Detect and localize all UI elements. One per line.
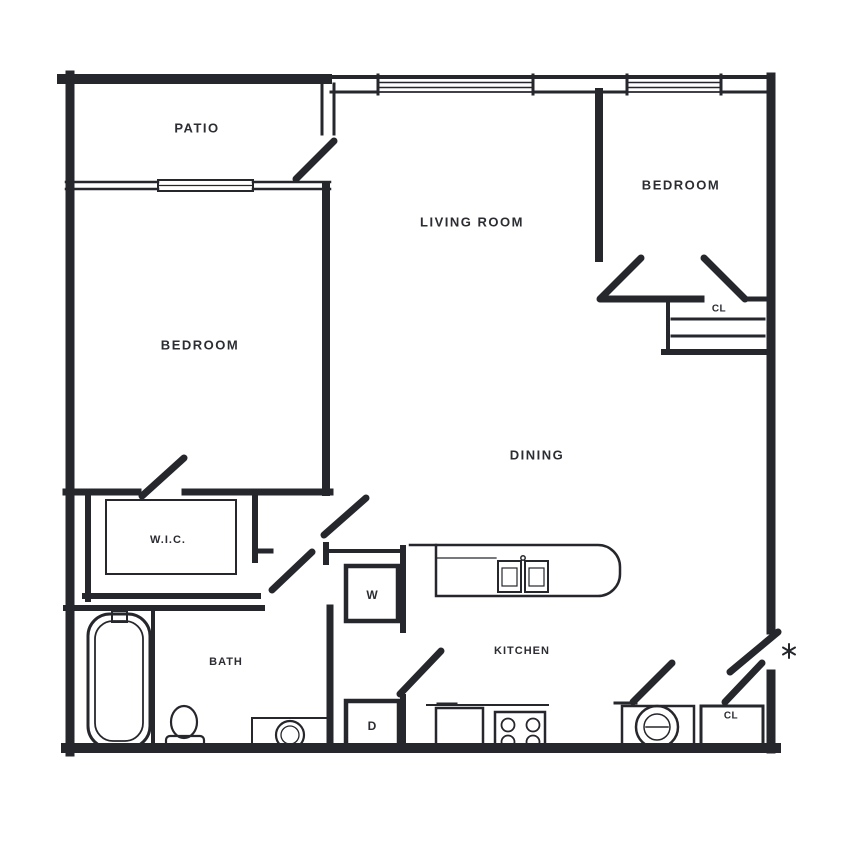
wic-rod-lines — [105, 499, 237, 575]
patio-door-leaf — [292, 137, 338, 183]
entry-door-leaf-2 — [721, 659, 766, 706]
kitchen-sink — [497, 555, 549, 593]
wic-label: W.I.C. — [150, 534, 186, 546]
bath-door-leaf — [268, 548, 316, 594]
door-leaves — [138, 137, 782, 706]
bath-label: BATH — [209, 656, 243, 668]
bedroom-closet-label: CL — [711, 303, 727, 315]
range-cooktop — [493, 710, 547, 752]
bathtub — [86, 610, 152, 750]
bath-walls — [63, 542, 334, 752]
toilet — [164, 704, 206, 751]
entry-door-leaf-3 — [726, 628, 782, 676]
dryer-label: D — [367, 719, 377, 733]
bedroom-left-walls — [62, 179, 334, 496]
bath-sink — [251, 717, 331, 751]
bedroom-left-door-leaf — [138, 454, 188, 500]
dining-label: DINING — [509, 447, 565, 463]
refrigerator — [434, 702, 485, 751]
bedroom-closet-door-leaf — [700, 254, 749, 303]
water-heater — [620, 704, 696, 751]
kitchen-counter — [408, 543, 622, 598]
bedroom-right-door-leaf — [596, 254, 645, 303]
entry-asterisk-icon — [782, 643, 796, 659]
kitchen-label: KITCHEN — [494, 645, 550, 657]
entry-closet-box — [699, 704, 765, 751]
living-room-label: LIVING ROOM — [420, 214, 524, 230]
wic-walls — [82, 492, 274, 602]
entry-door-leaf-1 — [629, 659, 676, 706]
dryer-box — [343, 698, 402, 752]
hall-door-leaf — [320, 494, 370, 539]
bedroom-right-label: BEDROOM — [641, 177, 721, 193]
bedroom-right-walls — [595, 88, 772, 355]
entry-closet-label: CL — [723, 710, 739, 722]
bedroom-left-label: BEDROOM — [160, 337, 240, 353]
patio-label: PATIO — [174, 120, 220, 136]
kitchen-door-leaf — [396, 647, 445, 698]
washer-box — [343, 563, 401, 624]
washer-label: W — [366, 588, 378, 602]
